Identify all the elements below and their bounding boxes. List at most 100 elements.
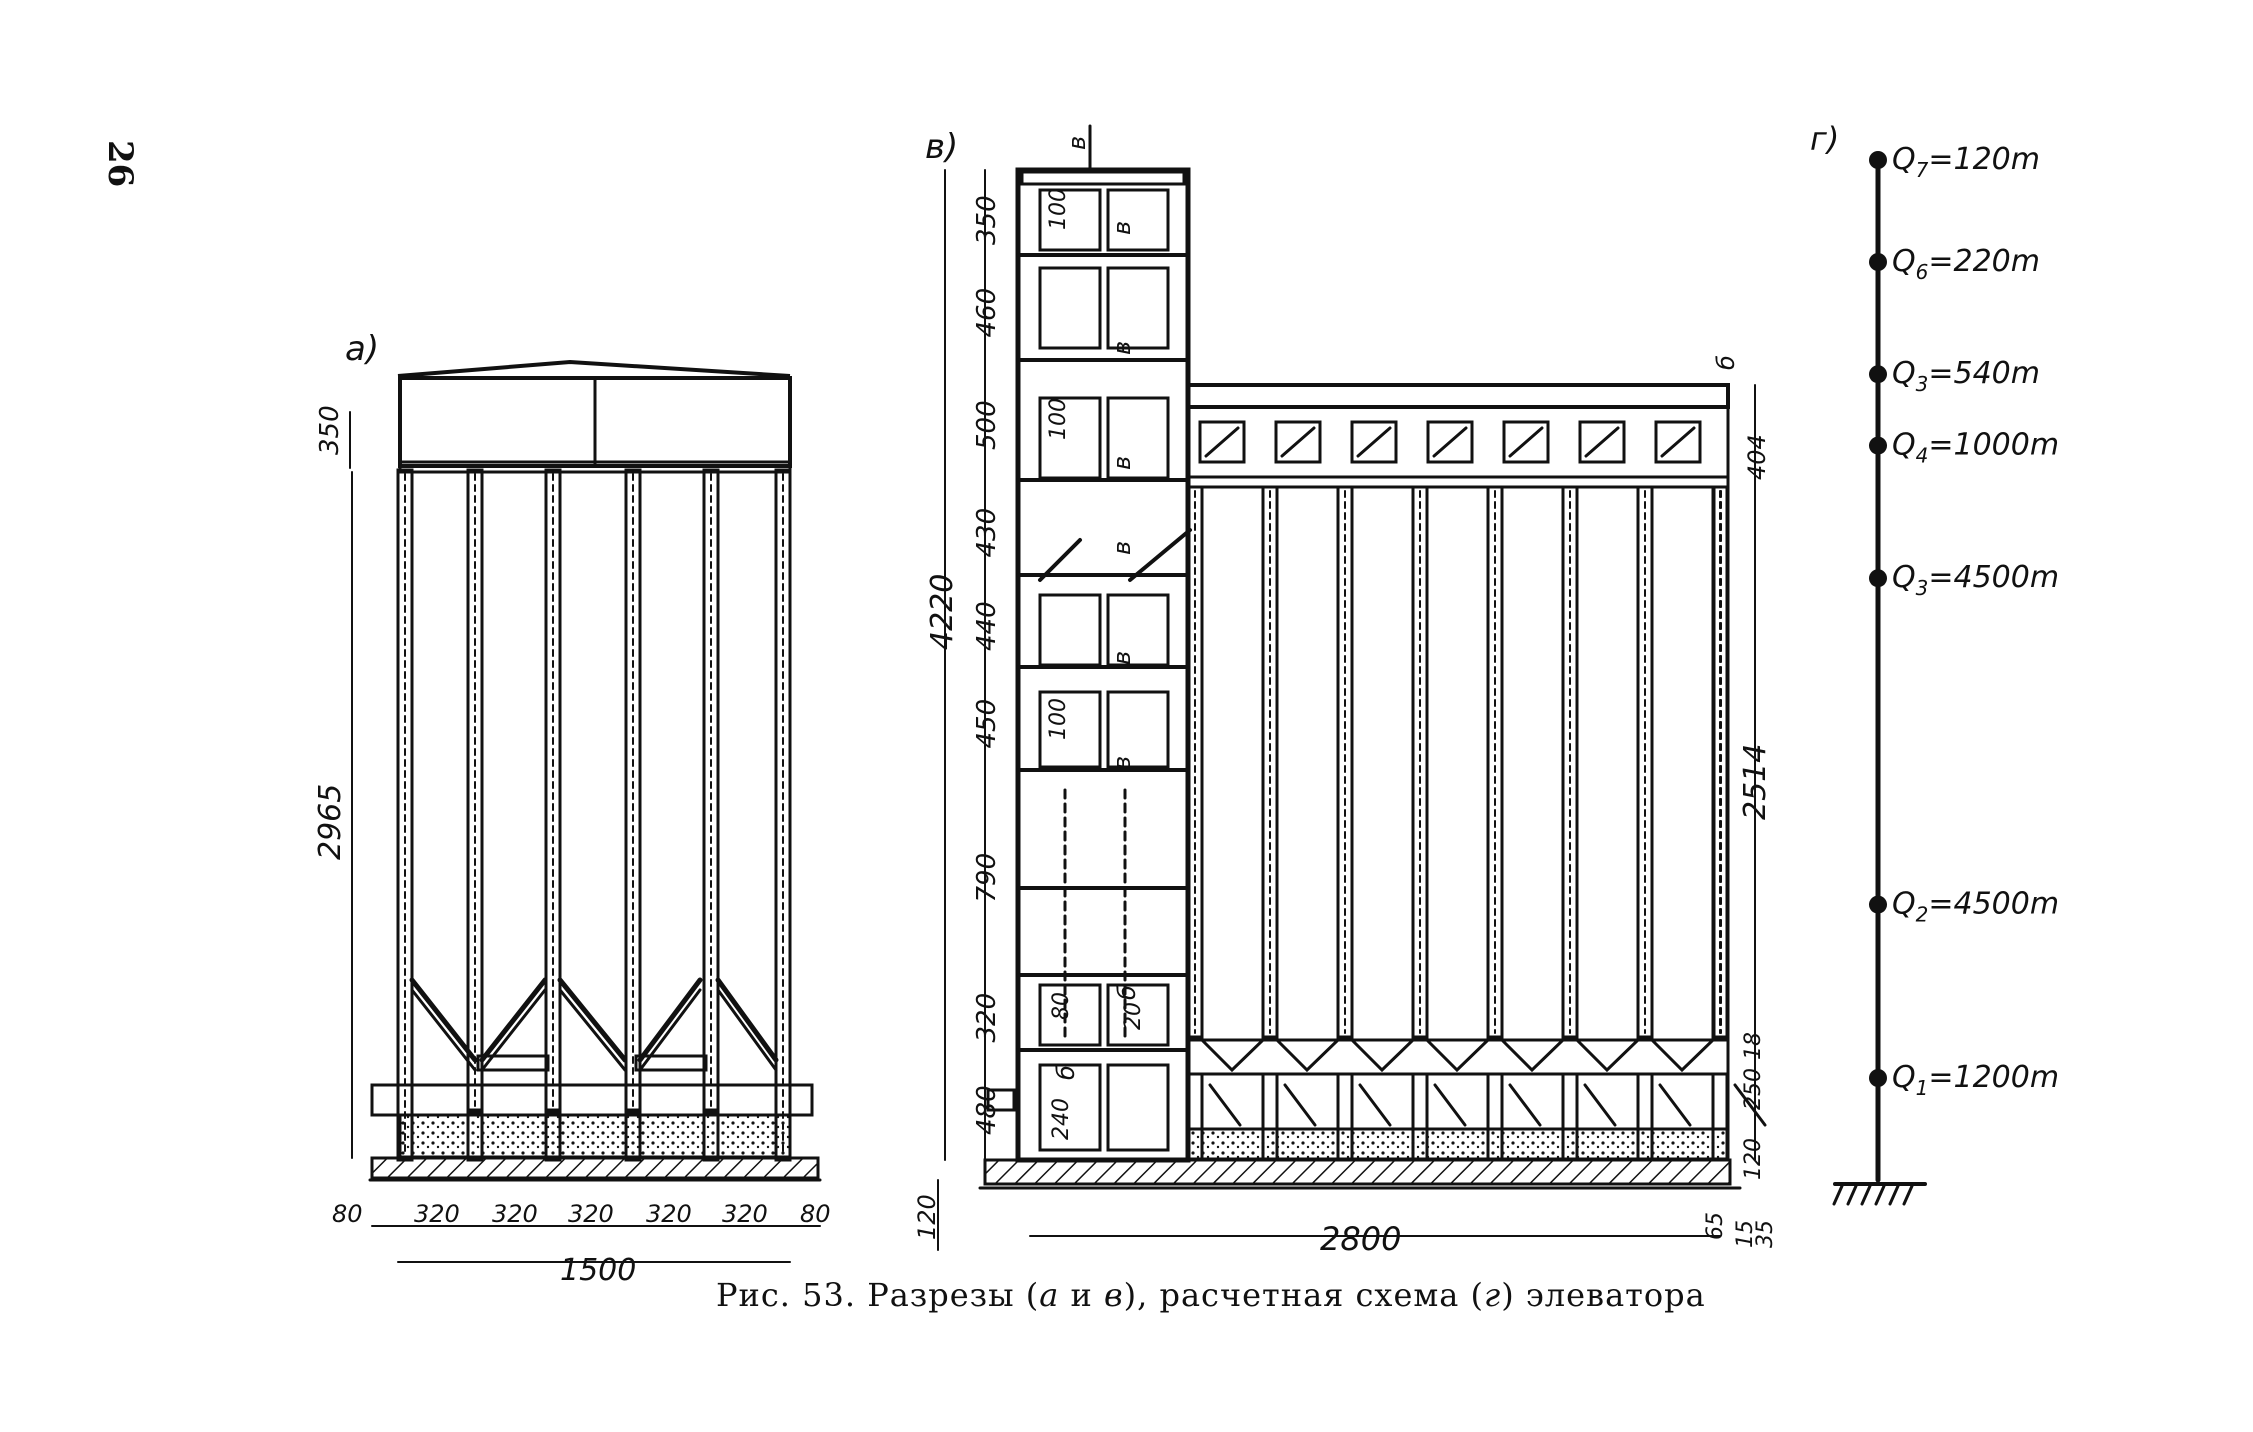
gallery-window-5 — [1502, 420, 1550, 464]
tower-brace-1 — [1038, 538, 1082, 582]
dim-v-tower-2: 500 — [972, 400, 1002, 450]
tower-cell-7 — [1038, 593, 1102, 667]
dim-v-4220: 4220 — [925, 574, 960, 650]
mass-label-value-5: =4500m — [1928, 560, 2059, 595]
hopper-v-6 — [1573, 1038, 1642, 1073]
mass-point-6 — [1869, 895, 1887, 914]
caption-end: ) элеватора — [1501, 1276, 1706, 1314]
mass-point-5 — [1869, 569, 1887, 588]
roof-line — [397, 359, 791, 378]
silo-wall-v-3 — [1336, 485, 1354, 1039]
tower-brace-2 — [1128, 528, 1192, 582]
dim-v-right-2514: 2514 — [1738, 744, 1773, 820]
caption-prefix: Рис. 53. — [716, 1276, 857, 1314]
dim-v-tower-7: 320 — [972, 993, 1002, 1043]
mass-label-4: Q4=1000m — [1892, 428, 2059, 468]
tower-cell-12 — [1106, 983, 1170, 1047]
silo-wall-v-7 — [1636, 485, 1654, 1039]
tower-cell-11 — [1038, 983, 1102, 1047]
hopper-slope-inner-5 — [716, 988, 778, 1072]
mass-label-value-7: =1200m — [1928, 1060, 2059, 1095]
gallery-window-diag-7 — [1660, 426, 1696, 458]
dim-v-right-404: 404 — [1743, 434, 1771, 480]
dim-a-bottom-5: 320 — [722, 1200, 768, 1228]
foundation-v — [983, 1158, 1732, 1186]
gallery-window-1 — [1198, 420, 1246, 464]
gallery-window-4 — [1426, 420, 1474, 464]
section-mark-7: б — [1113, 985, 1141, 1000]
silo-wall-1 — [466, 468, 484, 1112]
dim-v-tower-1: 460 — [972, 288, 1002, 338]
hopper-slope-inner-2 — [480, 988, 547, 1072]
basement-fill — [398, 1113, 792, 1159]
section-mark-2: в — [1108, 341, 1136, 355]
upper-gallery-v — [1186, 405, 1730, 479]
basement-chute-6 — [1583, 1083, 1617, 1127]
section-mark-4: в — [1108, 541, 1136, 555]
dim-v-tower-6: 790 — [972, 853, 1002, 903]
hopper-v-7 — [1648, 1038, 1717, 1073]
tower-pump — [986, 1088, 1016, 1112]
dim-v-right-250: 250 — [1741, 1068, 1766, 1110]
dim-a-bottom-6: 80 — [800, 1200, 831, 1228]
hopper-v-4 — [1423, 1038, 1492, 1073]
support-hatch-4 — [1874, 1184, 1886, 1206]
tower-cell-4 — [1106, 266, 1170, 350]
gallery-window-diag-5 — [1508, 426, 1544, 458]
figure-caption: Рис. 53. Разрезы (а и в), расчетная схем… — [716, 1276, 1706, 1314]
tower-inner-label-3: 80 — [1049, 992, 1074, 1020]
tower-inner-label-0: 100 — [1046, 188, 1071, 230]
mass-point-4 — [1869, 436, 1887, 455]
mass-label-value-3: =540m — [1928, 356, 2040, 391]
hopper-v-2 — [1273, 1038, 1342, 1073]
dim-v-bottom-left: 120 — [913, 1194, 941, 1240]
mass-label-6: Q2=4500m — [1892, 887, 2059, 927]
gallery-floor-slab — [398, 460, 792, 474]
dim-a-total: 1500 — [560, 1253, 636, 1288]
hopper-slope-inner-1 — [410, 988, 477, 1072]
support-hatch-5 — [1888, 1184, 1900, 1206]
caption-mid: ), расчетная схема ( — [1123, 1276, 1485, 1314]
dim-v-right-120: 120 — [1741, 1138, 1766, 1180]
section-mark-5: в — [1108, 651, 1136, 665]
dim-a-bottom-2: 320 — [492, 1200, 538, 1228]
mass-label-sub-3: 3 — [1916, 372, 1929, 396]
hopper-outlet-left — [476, 1054, 550, 1072]
tower-inner-label-4: 20 — [1121, 1002, 1146, 1030]
mass-label-2: Q6=220m — [1892, 244, 2040, 284]
tower-inner-label-1: 100 — [1046, 398, 1071, 440]
tower-cell-10 — [1106, 690, 1170, 769]
dim-a-bottom-1: 320 — [414, 1200, 460, 1228]
gallery-window-diag-4 — [1432, 426, 1468, 458]
caption-v: в — [1104, 1276, 1124, 1314]
mass-label-sub-4: 4 — [1916, 444, 1929, 468]
mass-point-3 — [1869, 365, 1887, 384]
dim-v-tower-4: 440 — [972, 601, 1002, 651]
foundation-slab — [370, 1156, 820, 1180]
silo-wall-v-right — [1712, 485, 1730, 1039]
silo-wall-v-1 — [1186, 485, 1204, 1039]
dim-a-bottom-3: 320 — [568, 1200, 614, 1228]
silo-slab-2 — [1186, 475, 1730, 489]
section-mark-1: в — [1108, 221, 1136, 235]
dim-a-2965: 2965 — [313, 784, 348, 860]
tower-cell-3 — [1038, 266, 1102, 350]
hopper-slope-inner-3 — [558, 988, 627, 1072]
section-mark-9: б — [1712, 355, 1740, 370]
basement-chute-1 — [1208, 1083, 1242, 1127]
mass-point-2 — [1869, 253, 1887, 271]
silo-wall-v-6 — [1561, 485, 1579, 1039]
tower-cell-13 — [1038, 1063, 1102, 1152]
hopper-slope-2 — [479, 977, 548, 1063]
basement-chute-7 — [1658, 1083, 1692, 1127]
basement-fill-v — [1186, 1127, 1730, 1161]
tower-cell-14 — [1106, 1063, 1170, 1152]
dim-a-bottom-4: 320 — [646, 1200, 692, 1228]
dim-v-right-18: 18 — [1741, 1032, 1766, 1060]
gallery-window-7 — [1654, 420, 1702, 464]
mass-label-5: Q3=4500m — [1892, 560, 2059, 600]
scheme-g-label: г) — [1810, 120, 1839, 158]
dim-v-tower-0: 350 — [972, 195, 1002, 245]
dim-v-tower-5: 450 — [972, 699, 1002, 749]
